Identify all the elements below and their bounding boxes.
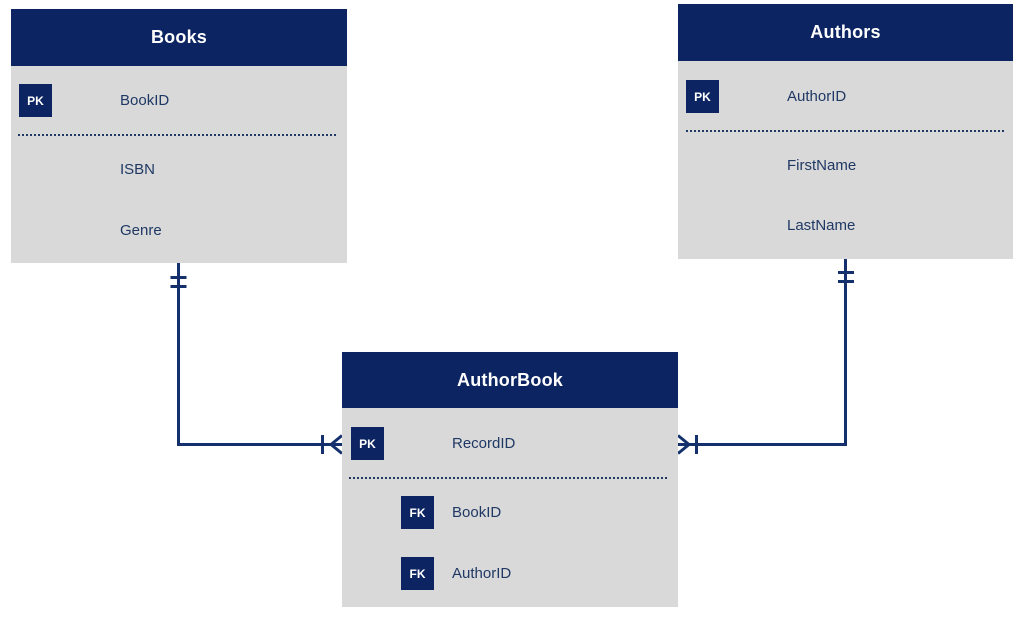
connector-line	[689, 259, 847, 446]
field-label: BookID	[120, 92, 170, 109]
entity-books-title: Books	[11, 9, 347, 66]
entity-authorbook: AuthorBook PK RecordID FK BookID FK Auth…	[342, 352, 678, 607]
entity-books: Books PK BookID ISBN Genre	[11, 9, 347, 263]
key-separator	[349, 477, 668, 479]
cardinality-one-and-only-one-ticks	[838, 271, 854, 283]
cardinality-one-and-only-one-ticks	[170, 276, 187, 288]
key-separator	[18, 134, 336, 136]
field-label: AuthorID	[452, 565, 512, 582]
field-label: LastName	[787, 217, 856, 234]
field-label: RecordID	[452, 435, 516, 452]
field-label: Genre	[120, 222, 162, 239]
entity-authors: Authors PK AuthorID FirstName LastName	[678, 4, 1013, 259]
connector-line	[177, 263, 331, 446]
primary-key-badge: PK	[686, 80, 719, 113]
field-label: FirstName	[787, 157, 857, 174]
entity-authorbook-title: AuthorBook	[342, 352, 678, 408]
field-label: AuthorID	[787, 88, 847, 105]
field-label: ISBN	[120, 161, 156, 178]
foreign-key-badge: FK	[401, 496, 434, 529]
crow-foot-many-left	[330, 434, 343, 455]
field-label: BookID	[452, 504, 502, 521]
relationship-authors-authorbook	[677, 259, 854, 455]
relationship-books-authorbook	[170, 263, 343, 455]
primary-key-badge: PK	[351, 427, 384, 460]
crow-foot-many-right	[677, 434, 690, 455]
entity-authors-title: Authors	[678, 4, 1013, 61]
key-separator	[686, 130, 1004, 132]
primary-key-badge: PK	[19, 84, 52, 117]
foreign-key-badge: FK	[401, 557, 434, 590]
